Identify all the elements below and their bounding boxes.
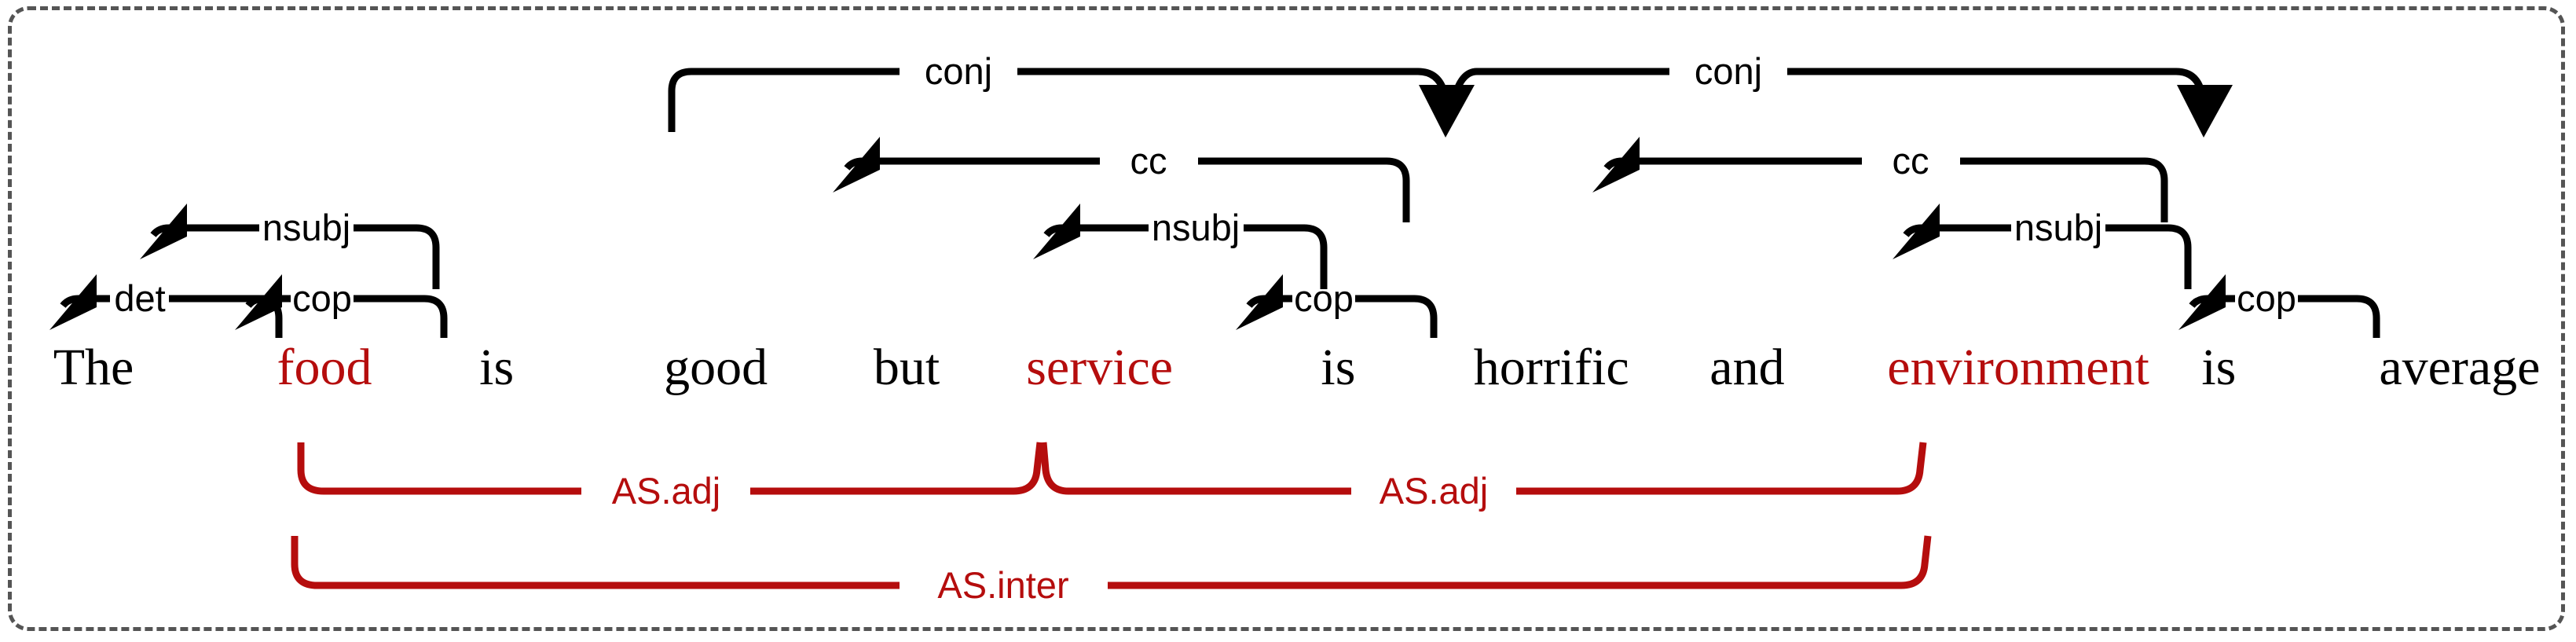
dep-label-conj-1: conj (925, 50, 992, 92)
token-is-3: is (2201, 339, 2237, 396)
token-horrific: horrific (1473, 339, 1629, 396)
arc-conj-good-horrific: conj (668, 50, 1475, 138)
token-service: service (1026, 339, 1174, 396)
arc-cc-horrific-but: cc (833, 137, 1410, 222)
arc-cop-average-is: cop (2178, 274, 2380, 338)
token-the: The (53, 339, 134, 396)
dep-label-cc-1: cc (1130, 140, 1167, 182)
dep-label-cop-3: cop (2237, 277, 2296, 319)
as-label-inter: AS.inter (937, 564, 1068, 606)
arc-as-adj-service-environment: AS.adj (1039, 442, 1927, 512)
arc-conj-horrific-average: conj (1448, 50, 2233, 138)
arc-as-adj-food-service: AS.adj (297, 442, 1044, 512)
as-label-adj-2: AS.adj (1380, 470, 1488, 512)
dep-label-conj-2: conj (1695, 50, 1762, 92)
arc-cop-horrific-is: cop (1236, 274, 1438, 338)
dep-label-nsubj-3: nsubj (2014, 207, 2102, 248)
arc-cop-good-is: cop (235, 274, 448, 338)
token-food: food (277, 339, 372, 396)
token-average: average (2379, 339, 2541, 396)
token-is-1: is (479, 339, 515, 396)
arc-nsubj-average-environment: nsubj (1893, 204, 2192, 289)
token-good: good (664, 339, 768, 396)
arc-nsubj-good-food: nsubj (140, 204, 440, 289)
arc-cc-average-and: cc (1592, 137, 2168, 222)
as-label-adj-1: AS.adj (612, 470, 720, 512)
arc-as-inter-food-environment: AS.inter (291, 535, 1932, 606)
arrowhead-down-conj1 (1419, 85, 1475, 138)
dep-label-det: det (114, 277, 165, 319)
token-is-2: is (1321, 339, 1356, 396)
dep-label-cop-2: cop (1294, 277, 1354, 319)
dep-label-cc-2: cc (1893, 140, 1929, 182)
dep-label-nsubj-2: nsubj (1152, 207, 1240, 248)
arrowhead-down-conj2 (2177, 85, 2233, 138)
token-and: and (1709, 339, 1785, 396)
arc-nsubj-horrific-service: nsubj (1033, 204, 1328, 289)
token-but: but (873, 339, 940, 396)
dep-label-cop-1: cop (292, 277, 352, 319)
token-environment: environment (1887, 339, 2149, 396)
dep-label-nsubj-1: nsubj (262, 207, 350, 248)
